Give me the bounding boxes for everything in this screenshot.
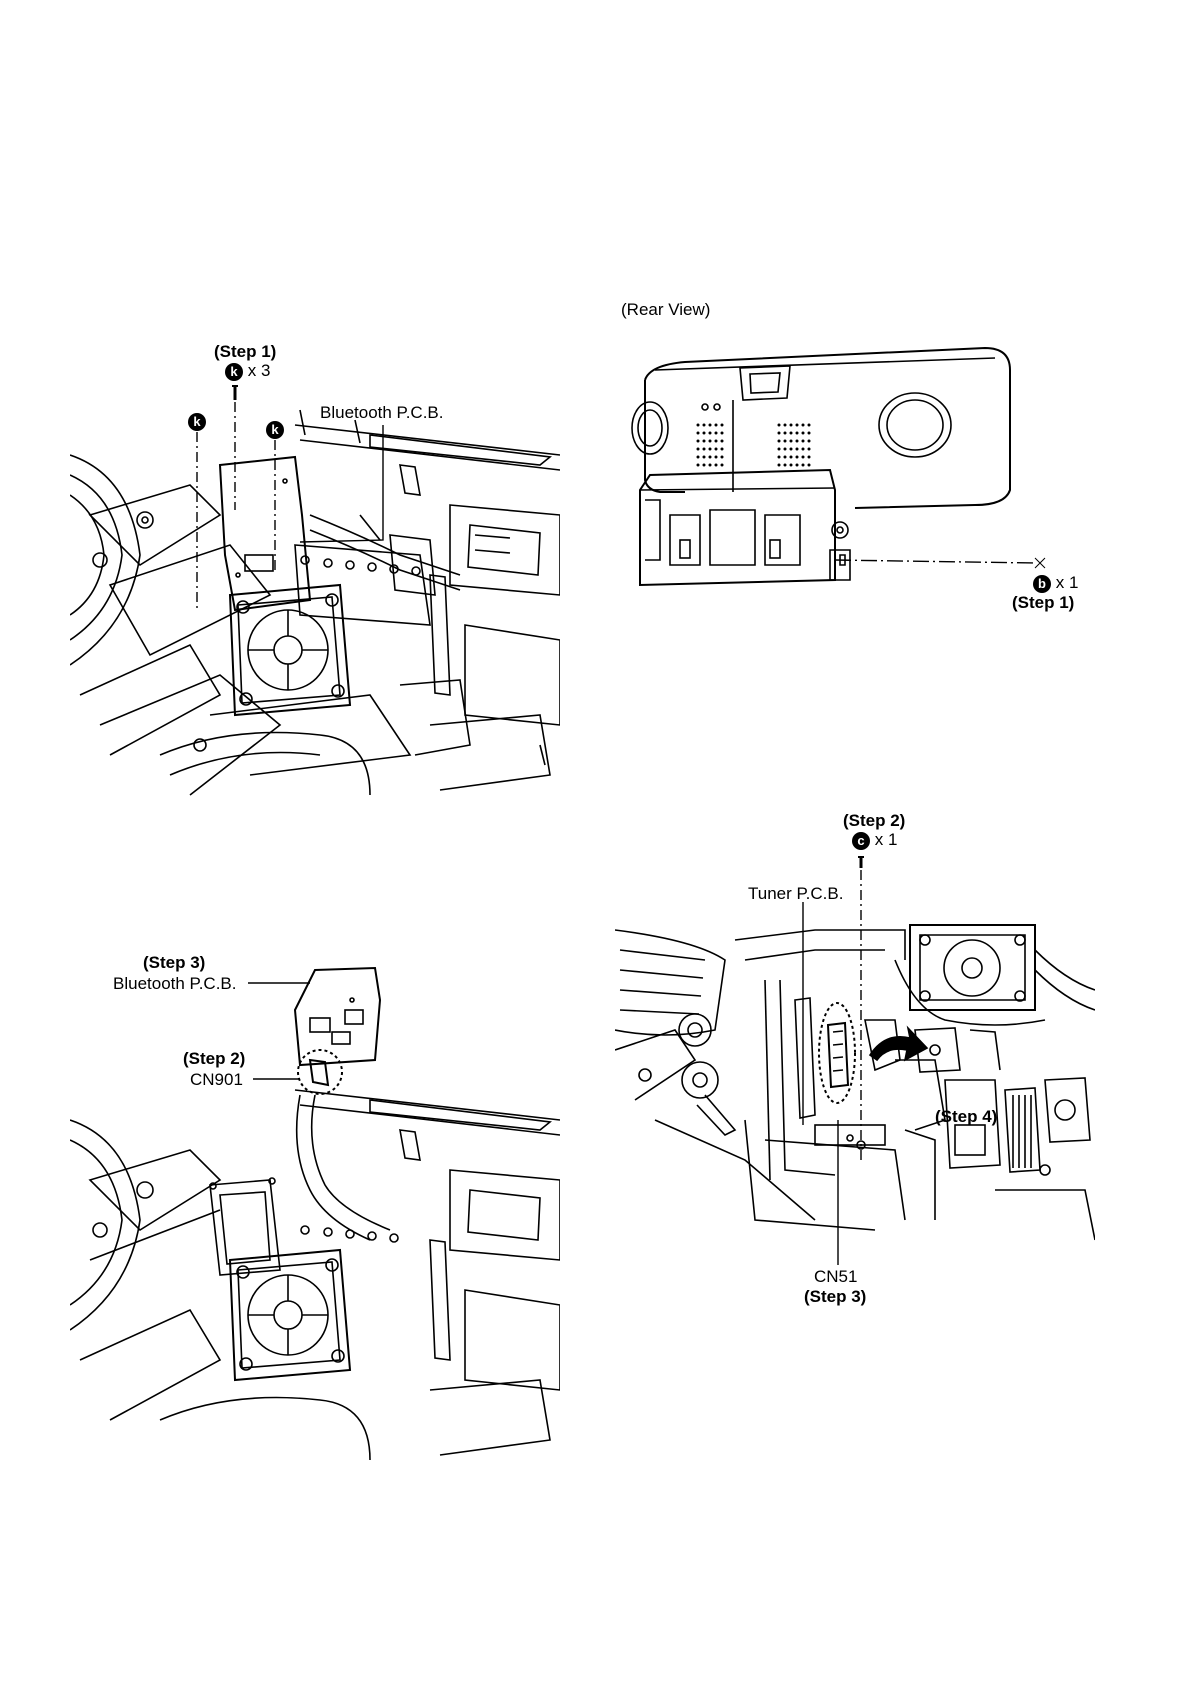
fig4-cn51-label: CN51 bbox=[814, 1268, 857, 1286]
fig4-screw-c-qty: c x 1 bbox=[852, 831, 897, 850]
rear-screw-b-qty: b x 1 bbox=[1033, 574, 1078, 593]
screw-b-badge: b bbox=[1033, 575, 1051, 593]
figure-bluetooth-connector bbox=[70, 960, 560, 1460]
rear-view-drawing bbox=[625, 340, 1025, 600]
fig4-tuner-pcb-label: Tuner P.C.B. bbox=[748, 885, 843, 903]
figure-tuner-pcb bbox=[615, 920, 1095, 1270]
rear-step1-label: (Step 1) bbox=[1012, 594, 1074, 612]
qty-label: x 1 bbox=[875, 830, 898, 849]
fig4-step2-label: (Step 2) bbox=[843, 812, 905, 830]
qty-label: x 1 bbox=[1056, 573, 1079, 592]
screw-c-badge: c bbox=[852, 832, 870, 850]
figure-rear-view bbox=[625, 340, 1025, 600]
fig4-step3-label: (Step 3) bbox=[804, 1288, 866, 1306]
chassis-drawing-4 bbox=[615, 920, 1095, 1270]
chassis-drawing-3 bbox=[70, 960, 560, 1460]
fig4-step4-label: (Step 4) bbox=[935, 1108, 997, 1126]
rear-view-title: (Rear View) bbox=[621, 301, 710, 319]
